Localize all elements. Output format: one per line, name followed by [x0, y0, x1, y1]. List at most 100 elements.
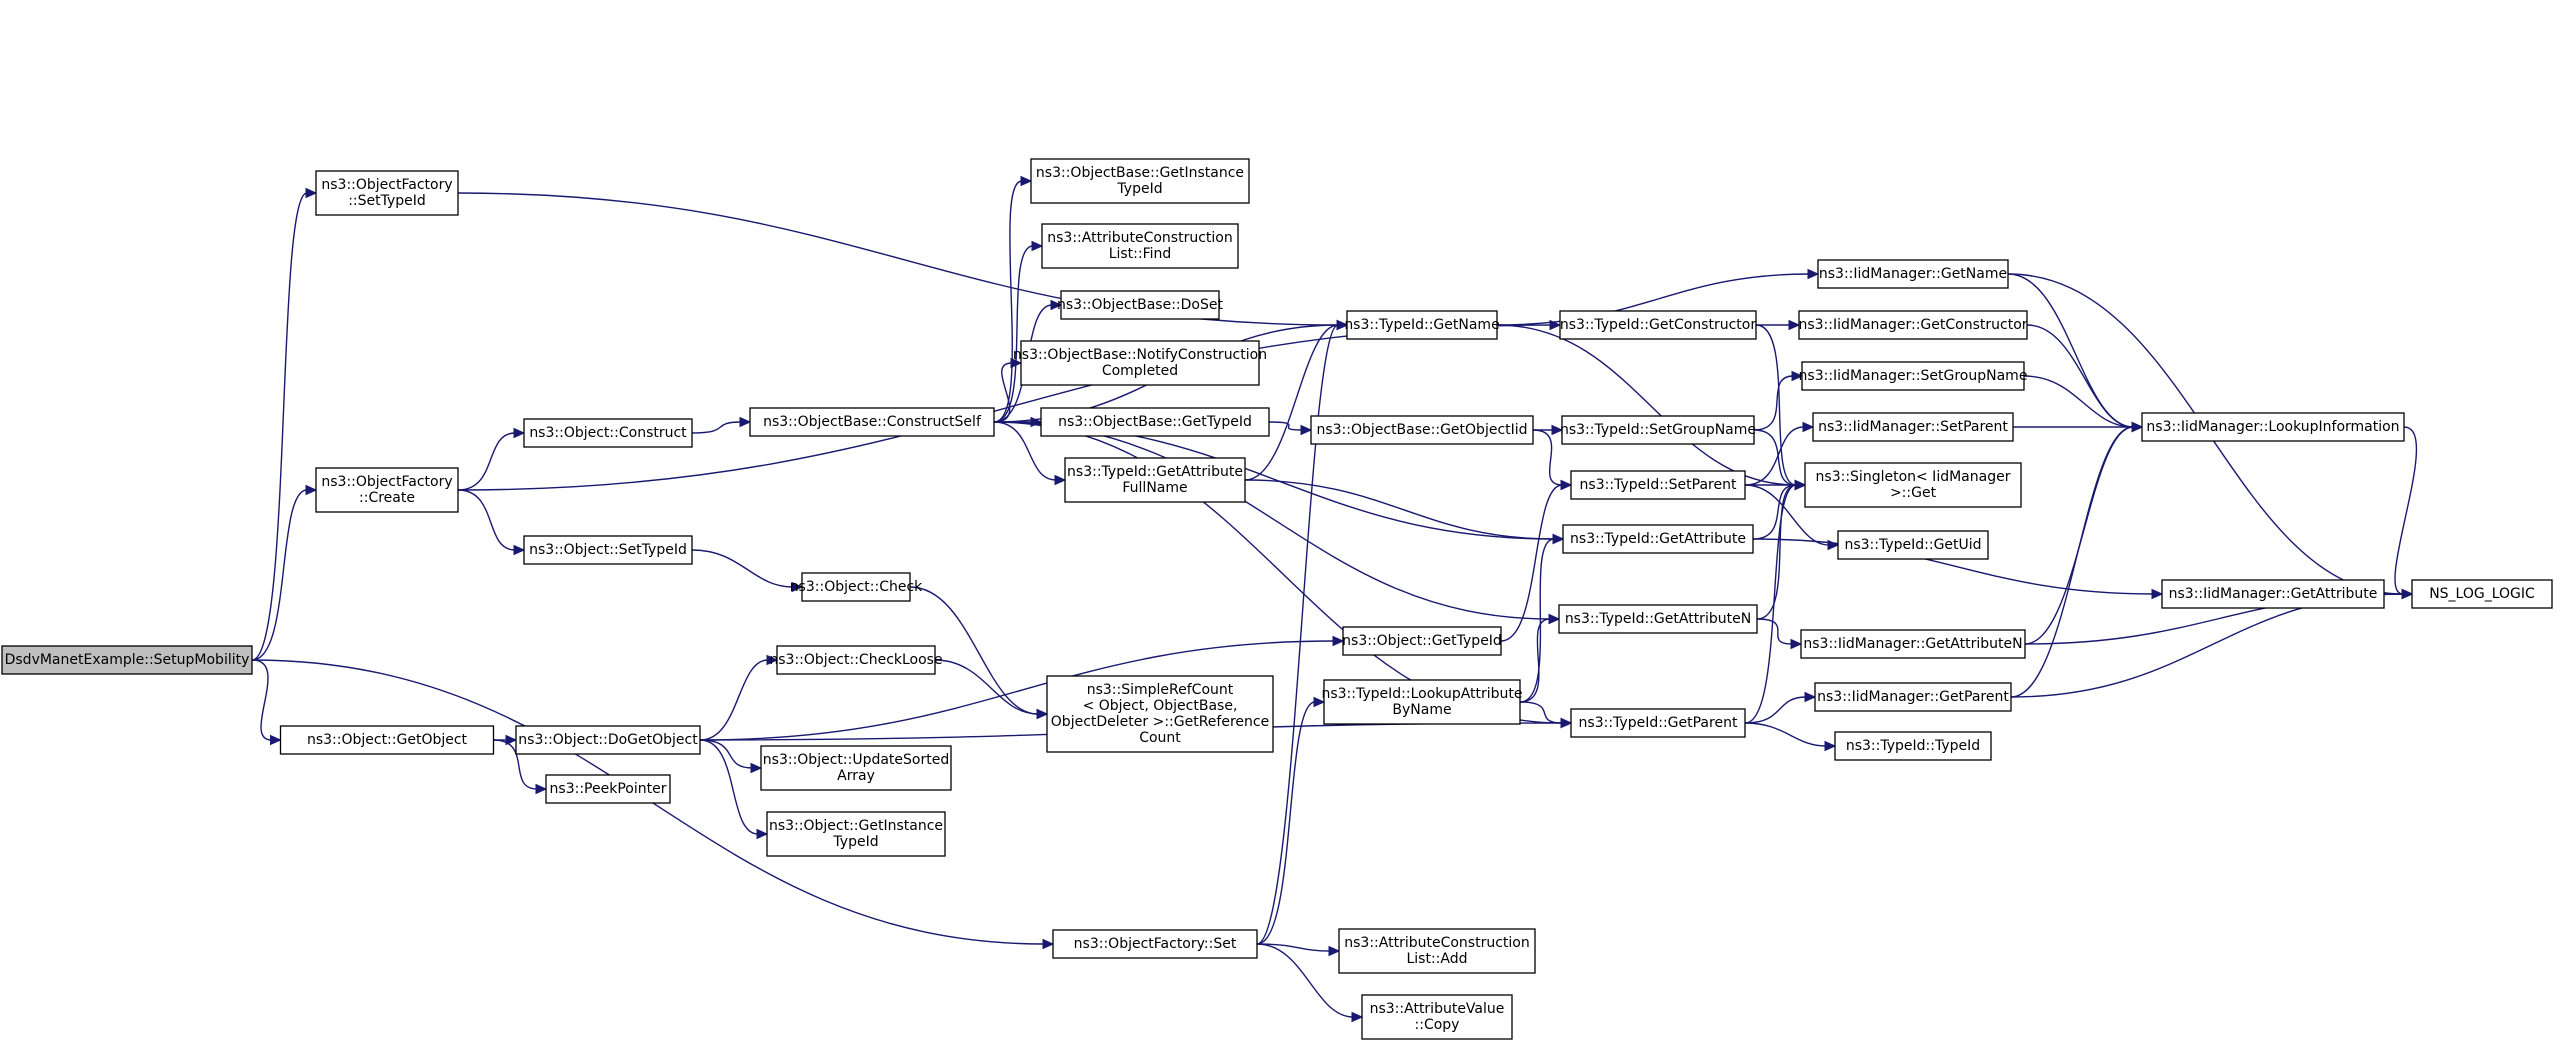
node-label: ByName: [1392, 702, 1451, 718]
edge-obj-getobject-to-peekpointer: [493, 739, 548, 795]
arrowhead: [1807, 268, 1820, 280]
node-box: [1561, 415, 1755, 445]
node-tid-getattribute[interactable]: ns3::TypeId::GetAttribute: [1562, 524, 1754, 554]
edge-line: [993, 180, 1023, 423]
node-iid-getname[interactable]: ns3::IidManager::GetName: [1817, 259, 2009, 289]
arrowhead: [1351, 1011, 1364, 1023]
node-label: ns3::TypeId::GetConstructor: [1560, 317, 1756, 333]
node-iid-getconstructor[interactable]: ns3::IidManager::GetConstructor: [1798, 310, 2028, 340]
node-obj-checkloose[interactable]: ns3::Object::CheckLoose: [769, 645, 943, 675]
arrowhead: [1031, 240, 1044, 252]
edge-obj-dogetobject-to-obj-updatesorted: [699, 739, 763, 774]
node-ob-gettypeid[interactable]: ns3::ObjectBase::GetTypeId: [1040, 407, 1270, 437]
node-peekpointer[interactable]: ns3::PeekPointer: [545, 774, 671, 804]
edge-line: [2024, 426, 2134, 645]
node-box: [1804, 462, 2022, 508]
edge-line: [457, 489, 516, 551]
node-ns-log-logic[interactable]: NS_LOG_LOGIC: [2411, 579, 2553, 609]
edge-line: [1744, 484, 1797, 724]
node-tid-getname[interactable]: ns3::TypeId::GetName: [1344, 310, 1500, 340]
edge-ob-constructself-to-tid-getattrfullname: [993, 421, 1067, 486]
node-iid-getparent[interactable]: ns3::IidManager::GetParent: [1814, 682, 2012, 712]
edge-obj-dogetobject-to-obj-checkloose: [699, 654, 779, 741]
node-obj-getobject[interactable]: ns3::Object::GetObject: [279, 725, 495, 755]
edge-line: [2007, 273, 2134, 428]
node-obj-settypeid[interactable]: ns3::Object::SetTypeId: [523, 535, 693, 565]
arrowhead: [1050, 299, 1063, 311]
node-label: ns3::PeekPointer: [550, 781, 667, 797]
node-label: ns3::ObjectBase::GetObjectIid: [1316, 422, 1527, 438]
edge-line: [493, 739, 538, 790]
node-iid-setparent[interactable]: ns3::IidManager::SetParent: [1812, 412, 2014, 442]
arrowhead: [1054, 474, 1067, 486]
arrowhead: [2401, 588, 2414, 600]
arrowhead: [739, 416, 752, 428]
edge-tid-lookupattr-to-tid-getattribute: [1519, 533, 1565, 703]
arrowhead: [270, 734, 282, 746]
node-tid-getconstructor[interactable]: ns3::TypeId::GetConstructor: [1559, 310, 1757, 340]
arrowhead: [1332, 635, 1345, 647]
arrowhead: [505, 734, 518, 746]
node-ob-constructself[interactable]: ns3::ObjectBase::ConstructSelf: [749, 407, 995, 437]
node-of-settypeid[interactable]: ns3::ObjectFactory::SetTypeId: [315, 170, 459, 216]
node-of-set[interactable]: ns3::ObjectFactory::Set: [1052, 929, 1258, 959]
edge-line: [251, 489, 308, 661]
node-label: ns3::TypeId::SetGroupName: [1560, 422, 1756, 438]
node-box: [1361, 994, 1513, 1040]
node-srefcount[interactable]: ns3::SimpleRefCount< Object, ObjectBase,…: [1046, 675, 1274, 753]
edge-line: [1519, 701, 1563, 724]
edge-ob-getobjectiid-to-tid-setgroupname: [1533, 424, 1564, 436]
node-label: ns3::AttributeConstruction: [1047, 230, 1232, 246]
node-root[interactable]: DsdvManetExample::SetupMobility: [1, 645, 253, 675]
node-label: >::Get: [1890, 485, 1937, 501]
edge-line: [457, 432, 516, 491]
node-obj-gettypeid[interactable]: ns3::Object::GetTypeId: [1342, 626, 1502, 656]
node-tid-setparent[interactable]: ns3::TypeId::SetParent: [1570, 470, 1746, 500]
node-label: ns3::Object::Construct: [529, 425, 687, 441]
node-label: Count: [1139, 730, 1181, 746]
arrowhead: [750, 762, 763, 774]
node-obj-dogetobject[interactable]: ns3::Object::DoGetObject: [515, 725, 701, 755]
node-iid-lookupinfo[interactable]: ns3::IidManager::LookupInformation: [2141, 412, 2405, 442]
node-tid-getparent[interactable]: ns3::TypeId::GetParent: [1570, 708, 1746, 738]
node-box: [1812, 412, 2014, 442]
node-ob-doset[interactable]: ns3::ObjectBase::DoSet: [1057, 290, 1223, 320]
edge-tid-getattrfullname-to-tid-getattribute: [1244, 479, 1565, 545]
node-label: TypeId: [832, 834, 878, 850]
node-iid-setgroupname[interactable]: ns3::IidManager::SetGroupName: [1799, 361, 2028, 391]
arrowhead: [1313, 696, 1326, 708]
node-av-copy[interactable]: ns3::AttributeValue::Copy: [1361, 994, 1513, 1040]
node-iid-getattribute[interactable]: ns3::IidManager::GetAttribute: [2161, 579, 2385, 609]
node-tid-getuid[interactable]: ns3::TypeId::GetUid: [1837, 530, 1989, 560]
node-of-create[interactable]: ns3::ObjectFactory::Create: [315, 467, 459, 513]
edge-line: [1532, 429, 1563, 486]
node-tid-typeid[interactable]: ns3::TypeId::TypeId: [1834, 731, 1992, 761]
node-label: NS_LOG_LOGIC: [2429, 586, 2535, 602]
edge-of-set-to-tid-lookupattr: [1256, 696, 1326, 945]
node-box: [1346, 310, 1498, 340]
node-box: [1064, 457, 1246, 503]
node-iid-getattributen[interactable]: ns3::IidManager::GetAttributeN: [1800, 629, 2026, 659]
node-ob-notify[interactable]: ns3::ObjectBase::NotifyConstructionCompl…: [1013, 340, 1267, 386]
node-label: ns3::AttributeValue: [1370, 1001, 1505, 1017]
node-singleton-get[interactable]: ns3::Singleton< IidManager >::Get: [1804, 462, 2022, 508]
node-label: ns3::TypeId::TypeId: [1846, 738, 1980, 754]
node-ob-getobjectiid[interactable]: ns3::ObjectBase::GetObjectIid: [1310, 415, 1534, 445]
node-tid-setgroupname[interactable]: ns3::TypeId::SetGroupName: [1560, 415, 1756, 445]
node-box: [1020, 340, 1260, 386]
edge-line: [1752, 538, 2154, 595]
node-obj-construct[interactable]: ns3::Object::Construct: [523, 418, 693, 448]
edge-line: [1256, 943, 1354, 1018]
node-tid-getattributen[interactable]: ns3::TypeId::GetAttributeN: [1558, 604, 1758, 634]
node-box: [545, 774, 671, 804]
node-obj-check[interactable]: ns3::Object::Check: [790, 572, 923, 602]
arrowhead: [513, 427, 526, 439]
